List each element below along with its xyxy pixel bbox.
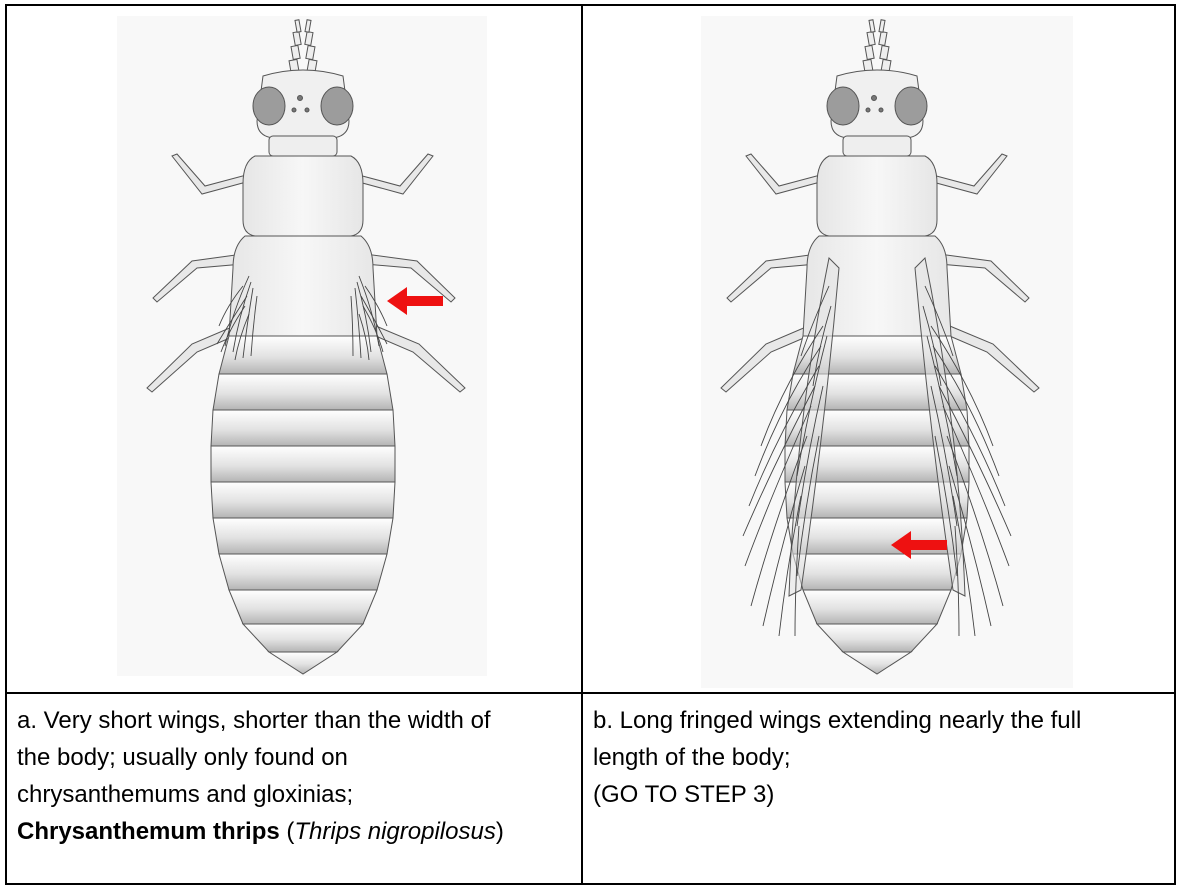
common-name: Chrysanthemum thrips: [17, 818, 280, 845]
description-cell-b: b. Long fringed wings extending nearly t…: [582, 693, 1175, 884]
identification-key-table: a. Very short wings, shorter than the wi…: [5, 4, 1176, 885]
description-line: length of the body;: [593, 739, 1164, 776]
thrips-long-wings-illustration: [583, 6, 1172, 690]
illustration-cell-a: [6, 5, 582, 693]
next-step-instruction: (GO TO STEP 3): [593, 776, 1164, 813]
scientific-name: Thrips nigropilosus: [294, 818, 495, 845]
description-line: the body; usually only found on: [17, 739, 571, 776]
description-cell-a: a. Very short wings, shorter than the wi…: [6, 693, 582, 884]
description-line: a. Very short wings, shorter than the wi…: [17, 702, 571, 739]
description-line: b. Long fringed wings extending nearly t…: [593, 702, 1164, 739]
description-line: chrysanthemums and gloxinias;: [17, 776, 571, 813]
thrips-short-wings-illustration: [7, 6, 579, 690]
species-identification: Chrysanthemum thrips (Thrips nigropilosu…: [17, 813, 571, 850]
illustration-cell-b: [582, 5, 1175, 693]
